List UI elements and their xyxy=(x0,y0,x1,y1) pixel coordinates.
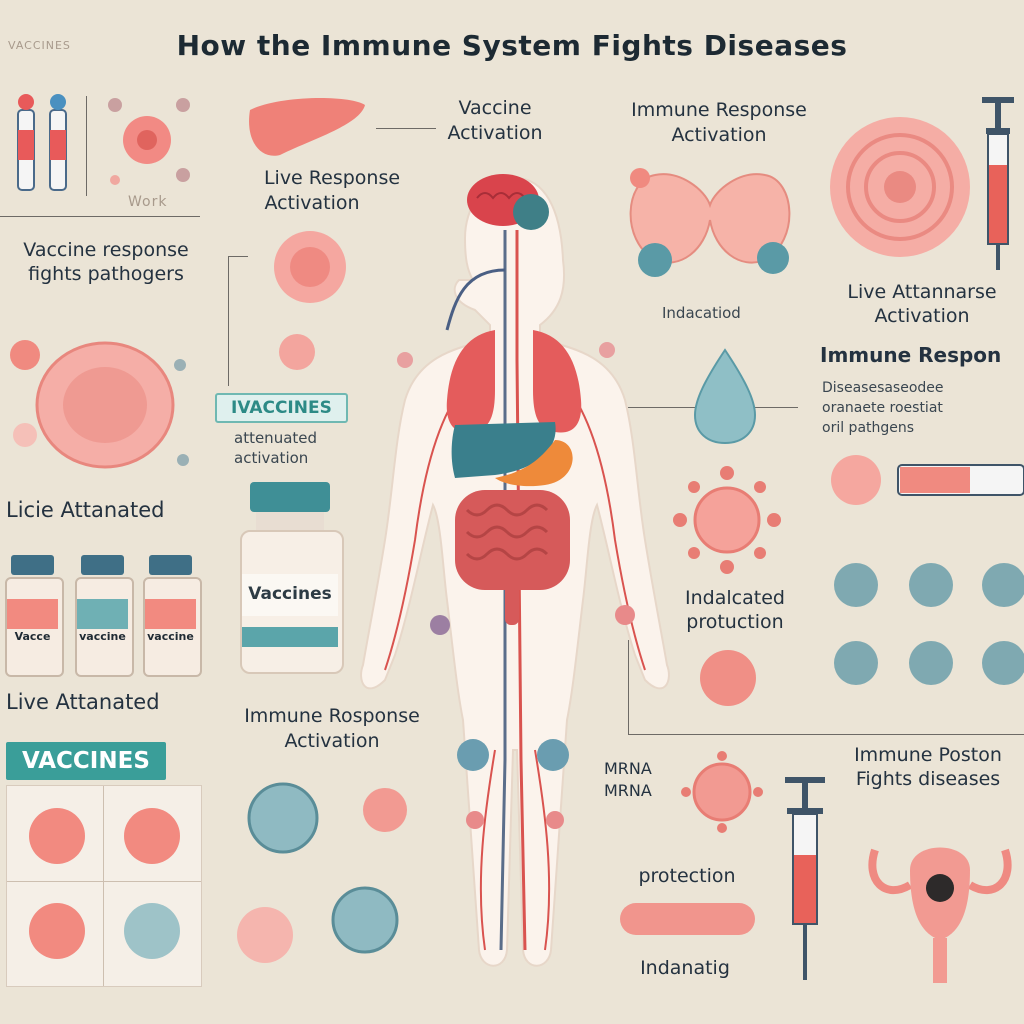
connector-line xyxy=(628,640,629,735)
immune-response-top-label-2: Activation xyxy=(671,124,767,146)
uterus-organ-icon xyxy=(868,847,1012,983)
connector-line xyxy=(628,734,1024,735)
immune-response-top-label-1: Immune Response xyxy=(631,99,807,121)
immune-response-low-label-1: Immune Rosponse xyxy=(244,705,420,727)
live-response-label-1: Live Response xyxy=(263,167,401,189)
syringe-bottom-icon xyxy=(785,777,825,980)
small-vial-1: Vacce xyxy=(5,555,64,677)
small-vial-3-label: vaccine xyxy=(147,630,194,643)
live-attenuated-low-label: Live Attanated xyxy=(6,690,160,714)
liver-icon xyxy=(249,98,365,156)
concentric-cell-icon xyxy=(830,117,970,257)
immune-respon-heading: Immune Respon xyxy=(820,343,1002,367)
syringe-icon xyxy=(982,97,1014,270)
small-vial-3: vaccine xyxy=(143,555,202,677)
page-title: How the Immune System Fights Diseases xyxy=(176,29,848,62)
attenuated-label: attenuated xyxy=(234,429,318,447)
vaccines-banner: IVACCINES xyxy=(215,393,348,423)
pathogen-cluster-icon xyxy=(108,98,190,185)
live-attenuated-top-label-2: Activation xyxy=(874,305,970,327)
indanatig-label: Indanatig xyxy=(640,957,730,979)
vaccine-activation-label-1: Vaccine xyxy=(458,97,532,119)
pathogen-panel-icons xyxy=(29,808,180,959)
protection-label: protection xyxy=(638,865,736,887)
pathogen-grid-icon xyxy=(834,563,1024,685)
small-vial-2: vaccine xyxy=(75,555,134,677)
virus-cluster-icon xyxy=(237,782,407,963)
protection-pill xyxy=(620,903,755,935)
test-tubes-icon xyxy=(17,94,67,191)
connector-line xyxy=(228,256,248,257)
immune-response-low-label-2: Activation xyxy=(284,730,380,752)
immune-poston-label-1: Immune Poston xyxy=(854,744,1002,766)
indacatiod-label: Indacatiod xyxy=(662,304,741,322)
corner-tag: VACCINES xyxy=(8,39,71,52)
virus-icon xyxy=(673,466,781,574)
human-body-figure xyxy=(360,174,670,967)
vaccine-activation-label-2: Activation xyxy=(447,122,543,144)
small-vial-1-label: Vacce xyxy=(14,630,51,643)
fights-pathogens-label: fights pathogers xyxy=(28,263,184,285)
description-line-2: oranaete roestiat xyxy=(822,400,943,416)
indacated-label-1: Indalcated xyxy=(685,587,785,609)
description-line-1: Diseasesaseodee xyxy=(822,380,944,396)
small-pathogen-icon xyxy=(279,334,315,370)
connector-line xyxy=(376,128,436,129)
small-vial-2-label: vaccine xyxy=(79,630,126,643)
pink-cell-icon xyxy=(274,231,346,303)
immune-poston-label-2: Fights diseases xyxy=(855,768,1001,790)
thymus-organ-icon xyxy=(629,168,791,277)
description-line-3: oril pathgens xyxy=(822,420,915,436)
vial-label: Vaccines xyxy=(248,584,332,604)
vaccine-vial: Vaccines xyxy=(240,482,344,674)
live-attenuated-mid-label: Licie Attanated xyxy=(6,498,165,522)
tube-syringe-icon xyxy=(831,455,1024,505)
connector-line xyxy=(0,216,200,217)
live-response-label-2: Activation xyxy=(264,192,360,214)
mrna-label-2: MRNA xyxy=(604,781,652,800)
vaccines-bottom-banner: VACCINES xyxy=(6,742,166,780)
large-cell-icon xyxy=(10,340,189,469)
round-cell-icon xyxy=(700,650,756,706)
connector-line xyxy=(86,96,87,196)
pathogen-panel xyxy=(6,785,202,987)
mrna-virus-icon xyxy=(681,751,763,833)
indacated-label-2: protuction xyxy=(686,611,784,633)
droplet-icon xyxy=(693,348,757,445)
connector-line xyxy=(228,256,229,386)
work-label: Work xyxy=(128,194,168,210)
live-attenuated-top-label-1: Live Attannarse xyxy=(847,281,997,303)
vaccine-response-label: Vaccine response xyxy=(23,239,189,261)
attenuated-activation-label: activation xyxy=(234,449,309,467)
mrna-label-1: MRNA xyxy=(604,759,652,778)
